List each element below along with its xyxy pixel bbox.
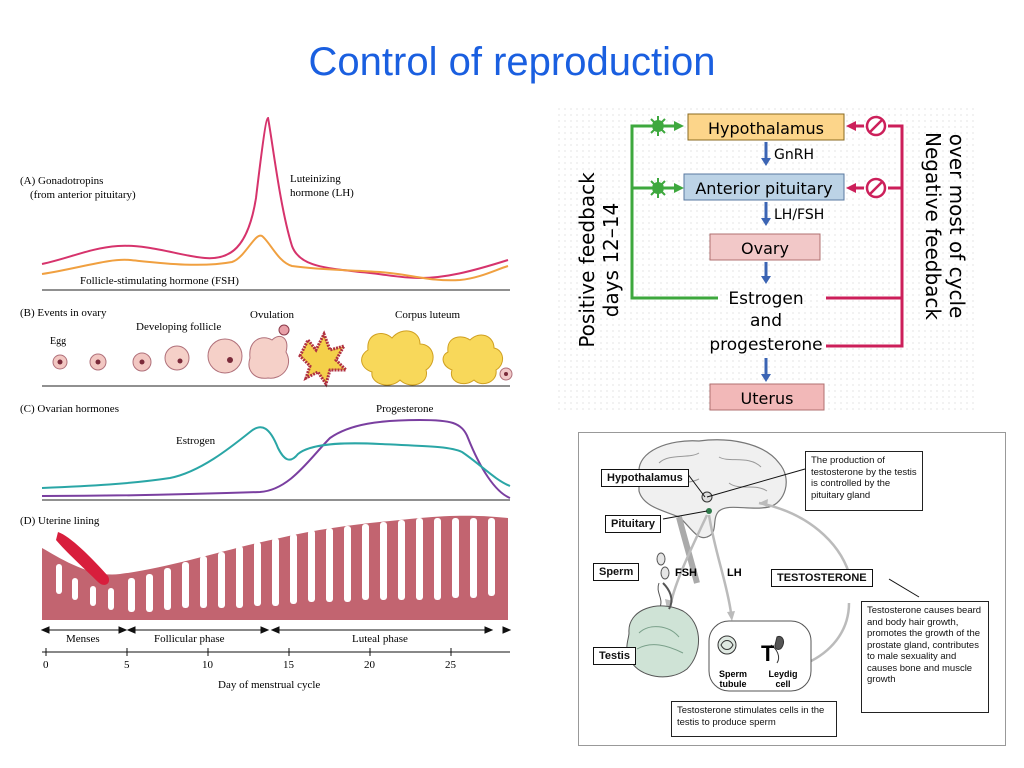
anterior-pituitary-box [683,173,845,201]
tick-0: 0 [43,659,49,671]
ovary-events [52,324,513,388]
panel-a-label: (A) Gonadotropins [20,175,103,187]
x-axis-label: Day of menstrual cycle [218,679,320,691]
panel-a-sub: (from anterior pituitary) [30,189,136,201]
hypothalamus-label: Hypothalamus [601,469,689,487]
panel-d-label: (D) Uterine lining [20,515,100,527]
negative-feedback-loop [826,124,904,348]
positive-sun-icon [648,116,668,198]
lh-label-2: hormone (LH) [290,187,354,199]
slide-title: Control of reproduction [308,40,716,84]
sperm-label: Sperm [593,563,640,581]
menses-label: Menses [66,633,100,645]
fsh-label: FSH [675,567,697,579]
gnrh-label: GnRH [774,147,814,163]
testis-drawing [626,605,700,678]
tick-10: 10 [202,659,214,671]
note-sperm-production: Testosterone stimulates cells in the tes… [671,701,837,737]
estrogen-text-3: progesterone [709,335,822,355]
ovulation-label: Ovulation [250,309,294,321]
luteal-label: Luteal phase [352,633,408,645]
developing-follicle-label: Developing follicle [136,321,221,333]
corpus-luteum-label: Corpus luteum [395,309,461,321]
tick-25: 25 [445,659,457,671]
phase-arrows [40,626,512,634]
lh-curve [41,116,509,280]
panel-b-label: (B) Events in ovary [20,307,107,319]
hypothalamus-box [687,113,845,141]
negative-feedback-label-2: over most of cycle [945,134,969,319]
testis-label: Testis [593,647,636,665]
progesterone-curve [41,418,511,499]
positive-feedback-label-2: days 12–14 [599,203,623,317]
menstrual-cycle-figure: (A) Gonadotropins (from anterior pituita… [20,116,513,691]
lh-label: LH [727,567,742,579]
note-testosterone-effects: Testosterone causes beard and body hair … [861,601,989,713]
testosterone-label: TESTOSTERONE [771,569,873,587]
estrogen-label: Estrogen [176,435,216,447]
fsh-label: Follicle-stimulating hormone (FSH) [80,275,239,287]
estrogen-text-1: Estrogen [728,289,803,309]
egg-label: Egg [50,336,66,347]
estrogen-curve [41,426,511,489]
hypothalamus-text: Hypothalamus [708,119,824,138]
testosterone-diagram: Hypothalamus Pituitary Sperm Testis FSH … [578,432,1006,746]
positive-feedback-label-1: Positive feedback [575,172,599,348]
feedback-flowchart: Positive feedback days 12–14 Negative fe… [558,108,974,414]
lh-label-1: Luteinizing [290,173,341,185]
fsh-curve [41,234,509,282]
lhfsh-label: LH/FSH [774,207,824,223]
uterine-lining [42,515,508,620]
anterior-pituitary-text: Anterior pituitary [695,179,832,198]
tick-5: 5 [124,659,130,671]
follicular-label: Follicular phase [154,633,225,645]
x-axis-ticks [45,648,452,656]
negative-feedback-label-1: Negative feedback [921,132,945,320]
estrogen-text-2: and [750,311,782,331]
uterus-box [709,383,825,411]
uterus-text: Uterus [741,389,794,408]
negative-block-icon [865,115,887,199]
pituitary-label: Pituitary [605,515,662,533]
tick-20: 20 [364,659,376,671]
note-pituitary-control: The production of testosterone by the te… [805,451,923,511]
ovary-text: Ovary [741,239,789,258]
tick-15: 15 [283,659,295,671]
t-symbol: T [761,641,775,666]
ovary-box [709,233,821,261]
panel-c-label: (C) Ovarian hormones [20,403,119,415]
progesterone-label: Progesterone [376,403,434,415]
